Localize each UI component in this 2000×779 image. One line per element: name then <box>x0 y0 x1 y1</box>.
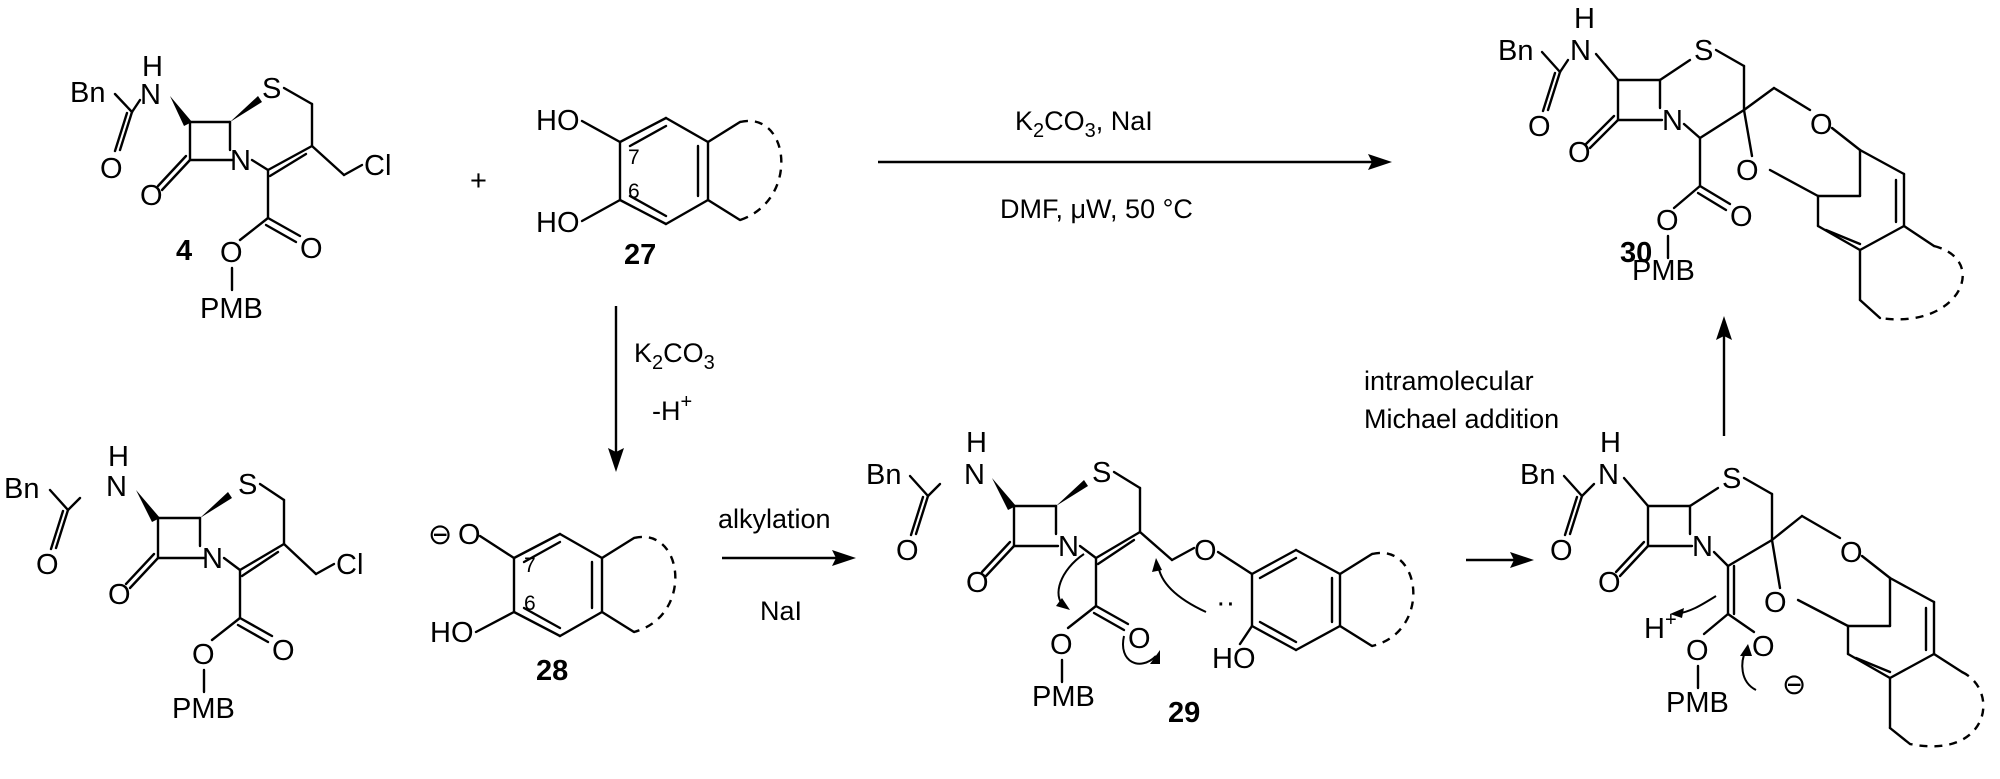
down-reagent: K2CO3 <box>634 338 715 374</box>
ester-link-oxygen: O <box>1656 205 1679 237</box>
nh-hydrogen: H <box>966 427 987 459</box>
chlorine: Cl <box>336 549 363 581</box>
lactam-oxygen: O <box>108 579 131 611</box>
nh-hydrogen: H <box>142 51 163 83</box>
alkylation-arrow <box>722 550 856 566</box>
compound-27-label: 27 <box>624 239 656 271</box>
compound-4-label: 4 <box>176 235 192 267</box>
sulfur: S <box>1092 457 1111 489</box>
position-6: 6 <box>628 180 640 203</box>
compound-29-label: 29 <box>1168 697 1200 729</box>
ho-upper: HO <box>536 105 580 137</box>
nh-hydrogen: H <box>1600 427 1621 459</box>
top-solvent: DMF, μW, 50 °C <box>1000 194 1193 224</box>
ester-oxygen: O <box>272 635 295 667</box>
ho-lower: HO <box>536 207 580 239</box>
spiro-oxygen: O <box>1764 587 1787 619</box>
pmb-label: PMB <box>1632 255 1695 287</box>
michael-label-line1: intramolecular <box>1364 366 1534 396</box>
down-deprotonation: -H+ <box>652 391 692 426</box>
proton-label: H+ <box>1644 609 1677 645</box>
ester-link-oxygen: O <box>192 639 215 671</box>
carbonyl-oxygen: O <box>36 549 59 581</box>
position-7: 7 <box>628 146 640 169</box>
lactam-oxygen: O <box>966 567 989 599</box>
ho-lower: HO <box>430 617 474 649</box>
phenol-ho: HO <box>1212 643 1256 675</box>
compound-27-structure: HO HO 7 6 <box>536 105 783 239</box>
ester-link-oxygen: O <box>1686 635 1709 667</box>
compound-29-structure: Bn O H N O N S O <box>866 427 1415 713</box>
sulfur: S <box>262 73 281 105</box>
bn-label: Bn <box>4 473 39 505</box>
lone-pair: ·· <box>1216 587 1235 619</box>
lactam-oxygen: O <box>140 180 163 212</box>
sulfur: S <box>1694 35 1713 67</box>
top-reaction-arrow <box>878 154 1392 170</box>
nh-nitrogen: N <box>1570 35 1591 67</box>
compound-28-structure: ⊖ O HO 7 6 <box>428 519 677 649</box>
compound-30-label: 30 <box>1620 237 1652 269</box>
michael-label-line2: Michael addition <box>1364 404 1559 434</box>
ether-oxygen: O <box>1194 535 1217 567</box>
pmb-label: PMB <box>200 293 263 325</box>
bn-label: Bn <box>866 459 901 491</box>
nh-nitrogen: N <box>1598 459 1619 491</box>
ester-oxygen: O <box>300 233 323 265</box>
position-7: 7 <box>524 554 536 577</box>
bn-label: Bn <box>1520 459 1555 491</box>
ester-link-oxygen: O <box>220 237 243 269</box>
compound-4-structure: Bn O H N O N S Cl O O PMB <box>70 51 391 325</box>
compound-4-copy-structure: Bn O H N O N S Cl O O PMB <box>4 441 363 725</box>
enolate-intermediate-structure: Bn O H N O N S O O <box>1520 427 1985 748</box>
bn-label: Bn <box>1498 35 1533 67</box>
compound-28-label: 28 <box>536 655 568 687</box>
carbonyl-oxygen: O <box>100 153 123 185</box>
carbonyl-oxygen: O <box>1528 111 1551 143</box>
ester-link-oxygen: O <box>1050 629 1073 661</box>
compound-30-structure: Bn O H N O N S O O <box>1498 3 1964 321</box>
phenoxide-oxygen: O <box>458 519 481 551</box>
ring-nitrogen: N <box>1692 531 1713 563</box>
pmb-label: PMB <box>1032 681 1095 713</box>
alkylation-label: alkylation <box>718 504 831 534</box>
carbonyl-oxygen: O <box>896 535 919 567</box>
aryl-oxygen-upper: O <box>1810 109 1833 141</box>
pmb-label: PMB <box>1666 687 1729 719</box>
nh-nitrogen: N <box>140 79 161 111</box>
enolate-oxygen: O <box>1752 631 1775 663</box>
top-reagent: K2CO3, NaI <box>1015 106 1153 142</box>
enolate-minus: ⊖ <box>1782 669 1806 701</box>
michael-arrow <box>1716 316 1732 436</box>
ester-oxygen: O <box>1730 201 1753 233</box>
chlorine: Cl <box>364 150 391 182</box>
addition-arrow <box>1466 552 1534 568</box>
down-reaction-arrow <box>608 306 624 472</box>
lactam-oxygen: O <box>1568 137 1591 169</box>
ring-nitrogen: N <box>202 543 223 575</box>
position-6: 6 <box>524 592 536 615</box>
bn-label: Bn <box>70 77 105 109</box>
lactam-oxygen: O <box>1598 567 1621 599</box>
spiro-oxygen: O <box>1736 155 1759 187</box>
ring-nitrogen: N <box>1058 531 1079 563</box>
alkylation-nai: NaI <box>760 596 802 626</box>
nh-nitrogen: N <box>964 459 985 491</box>
sulfur: S <box>238 469 257 501</box>
plus-sign: + <box>470 165 487 197</box>
phenoxide-minus: ⊖ <box>428 519 452 551</box>
nh-nitrogen: N <box>106 471 127 503</box>
ring-nitrogen: N <box>1662 105 1683 137</box>
pmb-label: PMB <box>172 693 235 725</box>
ester-oxygen: O <box>1128 623 1151 655</box>
carbonyl-oxygen: O <box>1550 535 1573 567</box>
aryl-oxygen-upper: O <box>1840 537 1863 569</box>
nh-hydrogen: H <box>1574 3 1595 35</box>
sulfur: S <box>1722 463 1741 495</box>
nh-hydrogen: H <box>108 441 129 473</box>
ring-nitrogen: N <box>230 145 251 177</box>
